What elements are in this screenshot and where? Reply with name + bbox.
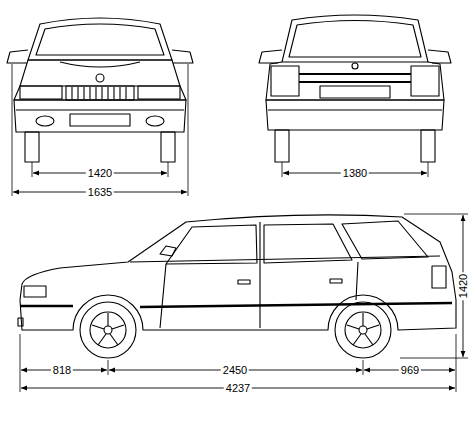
dimension-label: 1380 bbox=[341, 167, 369, 179]
dimension-label: 969 bbox=[399, 364, 421, 376]
dimension-label: 4237 bbox=[224, 382, 252, 394]
dimension-label: 1635 bbox=[86, 186, 114, 198]
dimension-label: 2450 bbox=[221, 364, 249, 376]
dimension-label: 818 bbox=[51, 364, 73, 376]
dimension-label: 1420 bbox=[86, 167, 114, 179]
rear-view bbox=[259, 15, 451, 177]
front-view bbox=[7, 18, 193, 196]
dimension-label: 1420 bbox=[457, 272, 469, 300]
side-view bbox=[18, 214, 468, 392]
